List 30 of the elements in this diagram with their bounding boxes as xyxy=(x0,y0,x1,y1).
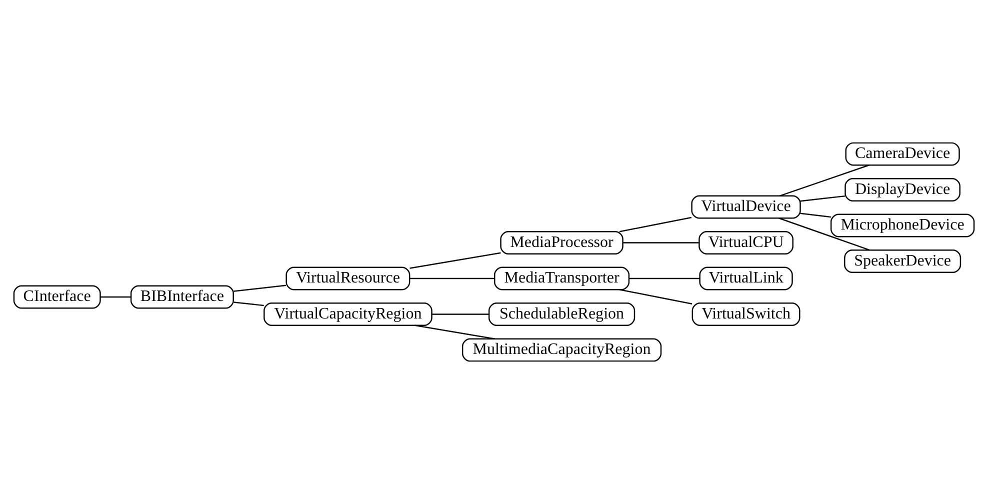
connector xyxy=(414,324,495,340)
connector xyxy=(234,284,286,292)
node-box: VirtualSwitch xyxy=(692,302,800,326)
node-box: MicrophoneDevice xyxy=(830,214,975,238)
connector xyxy=(778,218,870,251)
node-box: MediaProcessor xyxy=(500,231,624,254)
node-box: CameraDevice xyxy=(845,142,960,166)
connector xyxy=(619,289,692,304)
node-box: BIBInterface xyxy=(130,285,234,309)
connector xyxy=(619,216,692,232)
connector xyxy=(623,242,699,244)
connector xyxy=(629,278,700,280)
node-box: MediaTransporter xyxy=(494,266,630,290)
node-box: VirtualCPU xyxy=(698,231,794,254)
node-box: VirtualResource xyxy=(286,266,410,290)
node-box: MultimediaCapacityRegion xyxy=(462,338,662,362)
node-box: CInterface xyxy=(13,285,101,309)
node-box: VirtualDevice xyxy=(691,195,801,219)
connector xyxy=(100,296,131,298)
node-box: SpeakerDevice xyxy=(844,250,962,273)
connector xyxy=(432,314,489,315)
connector xyxy=(410,252,501,269)
node-box: DisplayDevice xyxy=(844,178,960,202)
connector xyxy=(800,195,846,202)
connector xyxy=(800,212,832,218)
connector xyxy=(410,278,494,280)
node-box: VirtualLink xyxy=(699,266,793,290)
node-box: SchedulableRegion xyxy=(488,302,636,326)
node-box: VirtualCapacityRegion xyxy=(264,302,432,326)
connector xyxy=(234,302,264,306)
